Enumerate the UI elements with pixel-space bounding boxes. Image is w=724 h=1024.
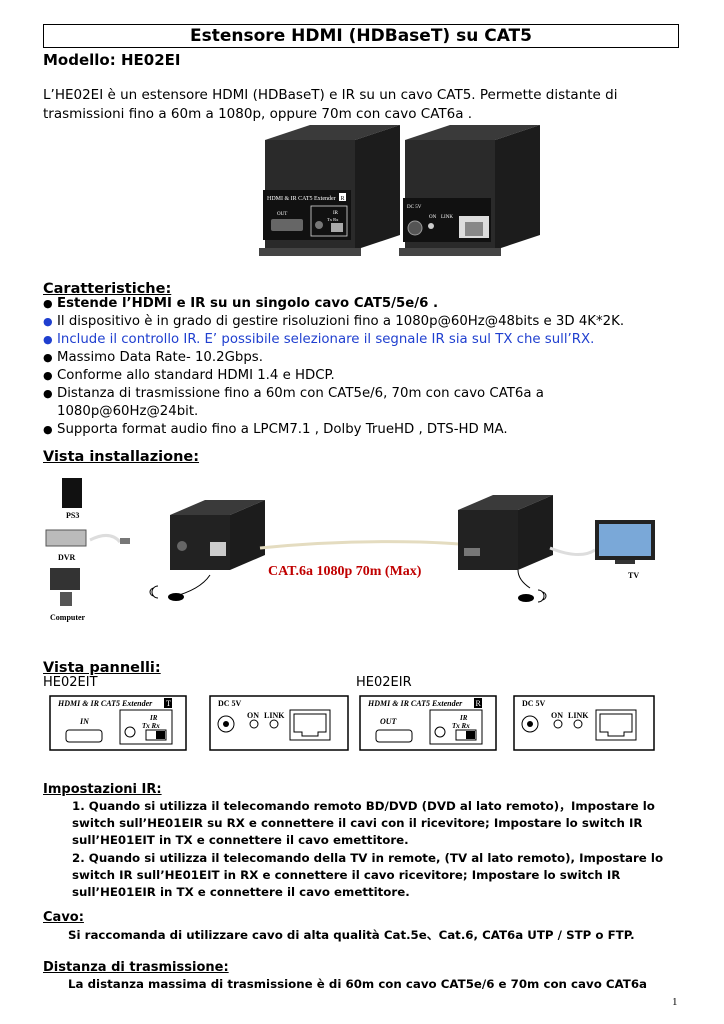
tx-on-label: ON (247, 711, 259, 720)
front-out-label: OUT (277, 212, 287, 217)
intro-paragraph: L’HE02EI è un estensore HDMI (HDBaseT) e… (43, 87, 618, 122)
panels-diagram: HDMI & IR CAT5 Extender T IN IR Tx Rx DC… (49, 695, 655, 751)
panel-right-model: HE02EIR (356, 675, 412, 690)
tx-panel-label: HDMI & IR CAT5 Extender (57, 699, 153, 708)
rx-dc-label: DC 5V (522, 699, 546, 708)
ps3-label: PS3 (66, 511, 79, 520)
list-item: ●Massimo Data Rate- 10.2Gbps. (43, 350, 263, 365)
model-heading: Modello: HE02EI (43, 51, 181, 69)
distance-heading: Distanza di trasmissione: (43, 960, 229, 975)
front-txrx-label: Tx Rx (327, 217, 339, 222)
list-item: ●Conforme allo standard HDMI 1.4 e HDCP. (43, 368, 335, 383)
list-item: ●Estende l’HDMI e IR su un singolo cavo … (43, 296, 439, 311)
rx-out-label: OUT (380, 717, 398, 726)
cable-label: CAT.6a 1080p 70m (Max) (268, 564, 422, 579)
tx-txrx-label: Tx Rx (142, 722, 160, 730)
installation-heading: Vista installazione: (43, 449, 200, 465)
tx-in-label: IN (79, 717, 90, 726)
rx-txrx-label: Tx Rx (452, 722, 470, 730)
ir-switch-icon (156, 731, 165, 739)
list-item: ●Supporta format audio fino a LPCM7.1 , … (43, 422, 508, 437)
panels-heading: Vista pannelli: (43, 660, 161, 676)
page-number: 1 (672, 996, 678, 1008)
rx-ir-label: IR (459, 714, 468, 722)
tx-ir-label: IR (149, 714, 158, 722)
rear-link-label: LINK (441, 215, 453, 220)
features-heading: Caratteristiche: (43, 281, 172, 297)
ir-settings-item: 2. Quando si utilizza il telecomando del… (72, 851, 664, 899)
front-unit: HDMI & IR CAT5 Extender R OUT IR Tx Rx (259, 125, 400, 256)
ir-settings-heading: Impostazioni IR: (43, 782, 162, 797)
front-ir-label: IR (333, 211, 339, 216)
dvr-label: DVR (58, 553, 76, 562)
panel-left-model: HE02EIT (43, 675, 98, 690)
tx-badge: T (166, 699, 171, 708)
tx-link-label: LINK (264, 711, 285, 720)
ir-settings-item: 1. Quando si utilizza il telecomando rem… (72, 799, 655, 847)
rear-dc-label: DC 5V (407, 205, 422, 210)
ps3-icon (62, 478, 82, 508)
rear-unit: DC 5V ON LINK (399, 125, 540, 256)
product-photo: HDMI & IR CAT5 Extender R OUT IR Tx Rx D… (259, 125, 540, 256)
page-title: Estensore HDMI (HDBaseT) su CAT5 (43, 24, 679, 48)
cable-text: Si raccomanda di utilizzare cavo di alta… (68, 928, 635, 942)
list-item: ●Include il controllo IR. E’ possibile s… (43, 332, 595, 347)
power-jack-icon (407, 220, 423, 236)
tx-dc-label: DC 5V (218, 699, 242, 708)
ir-receiver-icon (537, 589, 547, 603)
front-label: HDMI & IR CAT5 Extender (267, 196, 336, 202)
rx-link-label: LINK (568, 711, 589, 720)
installation-diagram: PS3 DVR Computer CAT.6a 1080p 70m (Max) … (45, 478, 655, 622)
computer-icon (50, 568, 80, 590)
dc-jack-icon (223, 721, 229, 727)
rj45-icon (289, 709, 331, 741)
computer-label: Computer (50, 613, 86, 622)
ir-emitter-icon (149, 585, 159, 599)
dvr-icon (45, 529, 87, 547)
hdmi-out-port-icon (375, 729, 413, 743)
hdmi-port-icon (271, 219, 303, 231)
list-item: ●Il dispositivo è in grado di gestire ri… (43, 314, 625, 329)
hdmi-in-port-icon (65, 729, 103, 743)
cable-heading: Cavo: (43, 910, 84, 925)
distance-text: La distanza massima di trasmissione è di… (68, 977, 647, 991)
rx-on-label: ON (551, 711, 563, 720)
rear-on-label: ON (429, 215, 437, 220)
front-badge: R (341, 196, 345, 202)
list-item: ●Distanza di trasmissione fino a 60m con… (43, 386, 544, 419)
tv-label: TV (628, 571, 639, 580)
rx-panel-label: HDMI & IR CAT5 Extender (367, 699, 463, 708)
rx-badge: R (476, 699, 482, 708)
features-list: ●Estende l’HDMI e IR su un singolo cavo … (43, 295, 683, 439)
